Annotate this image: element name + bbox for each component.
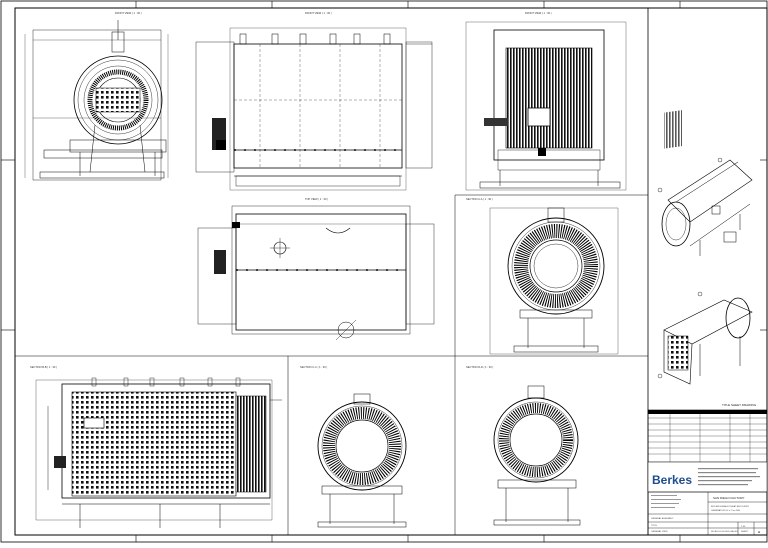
project-line-2: GENERATOR 4.4 x 2.1m DIA [711,509,740,512]
revision-table [648,410,767,463]
front-view-3: FRONT VIEW ( 1 : 30 ) [465,11,627,191]
front-view-2: FRONT VIEW ( 1 : 30 ) [195,11,433,191]
section-b-b-title: SECTION B-B ( 1 : 30 ) [30,365,57,369]
section-a-a-title: SECTION A-A ( 1 : 30 ) [466,197,493,201]
scale-value: 1:30 [741,526,746,528]
front-view-3-title: FRONT VIEW ( 1 : 30 ) [525,11,552,15]
top-view-title: TOP VIEW ( 1 : 30 ) [305,197,328,201]
project-line-1: BOILER EXHAUST HEAT RECOVERY [711,505,750,508]
sheet-type: GENERAL ASSEMBLY [651,517,674,520]
section-c-c: SECTION C-C ( 1 : 30 ) [300,365,407,528]
isometric-view-upper [657,157,753,256]
front-view-2-title: FRONT VIEW ( 1 : 30 ) [305,11,332,15]
section-c-c-title: SECTION C-C ( 1 : 30 ) [300,365,327,369]
sheet-label: SHEET [741,531,749,533]
top-view: TOP VIEW ( 1 : 30 ) [197,197,435,341]
section-b-b: SECTION B-B ( 1 : 30 ) [30,365,282,528]
drawing-title: GENERAL VIEW [651,530,669,533]
company-name: SAN DIEGO FACTORY [713,496,745,500]
section-a-a: SECTION A-A ( 1 : 30 ) [466,197,619,355]
title-block: Berkes SAN DIEGO FACTORY BOILER EXHAUST … [647,409,768,536]
berkes-logo: Berkes [652,473,692,487]
front-view-1: FRONT VIEW ( 1 : 30 ) [24,11,169,181]
revision-letter: A [758,530,761,534]
drawing-status: TITLE [651,525,657,527]
section-d-d-title: SECTION D-D ( 1 : 30 ) [466,365,493,369]
isometric-views: TITLE SHEET DRAWING [657,110,757,407]
front-view-1-title: FRONT VIEW ( 1 : 30 ) [115,11,142,15]
iso-caption: TITLE SHEET DRAWING [722,403,757,407]
section-d-d: SECTION D-D ( 1 : 30 ) [466,365,581,526]
document-number: SD-BK-01-00-0001-GA-001 [711,530,739,533]
